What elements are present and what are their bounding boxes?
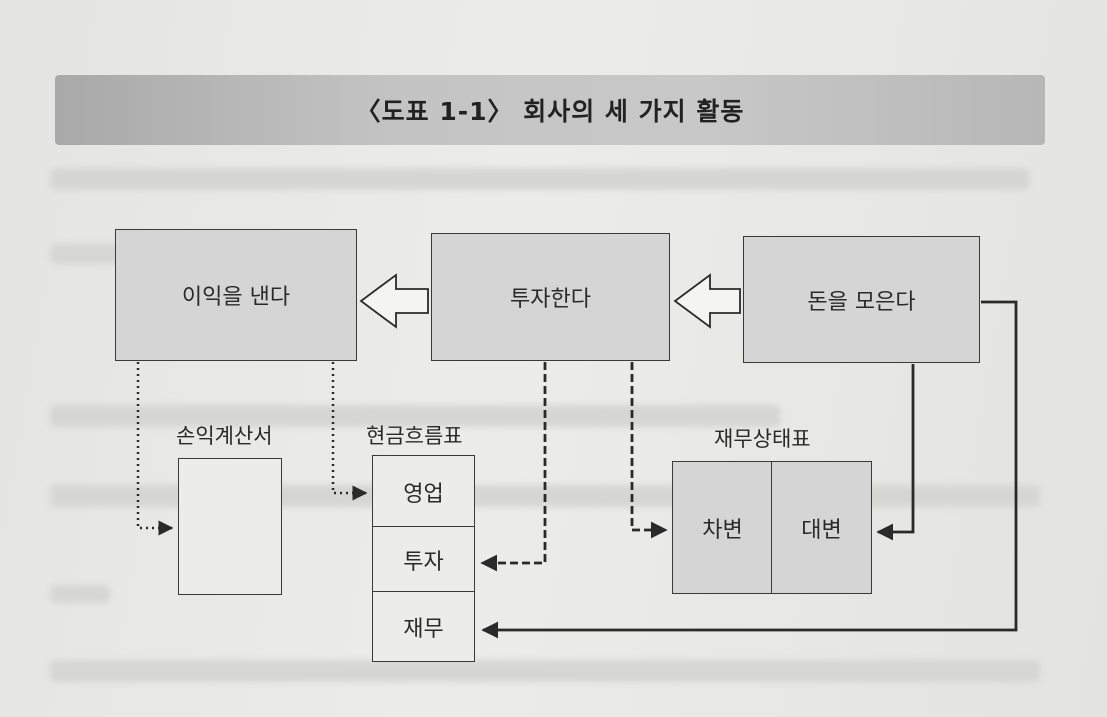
cash-flow-row-investing: 투자 (372, 526, 475, 593)
diagram-title: 〈도표 1-1〉 회사의 세 가지 활동 (355, 97, 745, 126)
activity-box-profit: 이익을 낸다 (115, 229, 357, 361)
bleed-through-line (50, 585, 110, 603)
cash-flow-row-operating: 영업 (372, 455, 475, 528)
cash-flow-row-financing: 재무 (372, 591, 475, 662)
bleed-through-line (50, 405, 780, 427)
dashed-line-invest-to-debit (630, 362, 668, 539)
dotted-line-profit-to-income-statement (136, 362, 174, 536)
bleed-through-line (50, 168, 1030, 190)
hollow-arrow-invest-to-profit (359, 273, 429, 329)
balance-sheet-label: 재무상태표 (714, 427, 811, 451)
hollow-arrow-raise-to-invest (673, 273, 741, 329)
income-statement-label: 손익계산서 (176, 424, 273, 448)
balance-sheet-credit: 대변 (771, 461, 872, 594)
dashed-line-invest-to-investing (480, 362, 547, 572)
bleed-through-line (50, 660, 1040, 682)
activity-box-invest: 투자한다 (431, 233, 670, 361)
solid-line-raise-to-financing (481, 300, 1018, 639)
cash-flow-label: 현금흐름표 (366, 424, 463, 448)
solid-line-raise-to-credit (876, 364, 915, 541)
activity-box-raise: 돈을 모은다 (743, 236, 980, 363)
dotted-line-profit-to-operating (331, 362, 368, 501)
income-statement-box (178, 458, 282, 595)
balance-sheet-debit: 차변 (672, 461, 773, 594)
title-bar: 〈도표 1-1〉 회사의 세 가지 활동 (55, 75, 1045, 145)
